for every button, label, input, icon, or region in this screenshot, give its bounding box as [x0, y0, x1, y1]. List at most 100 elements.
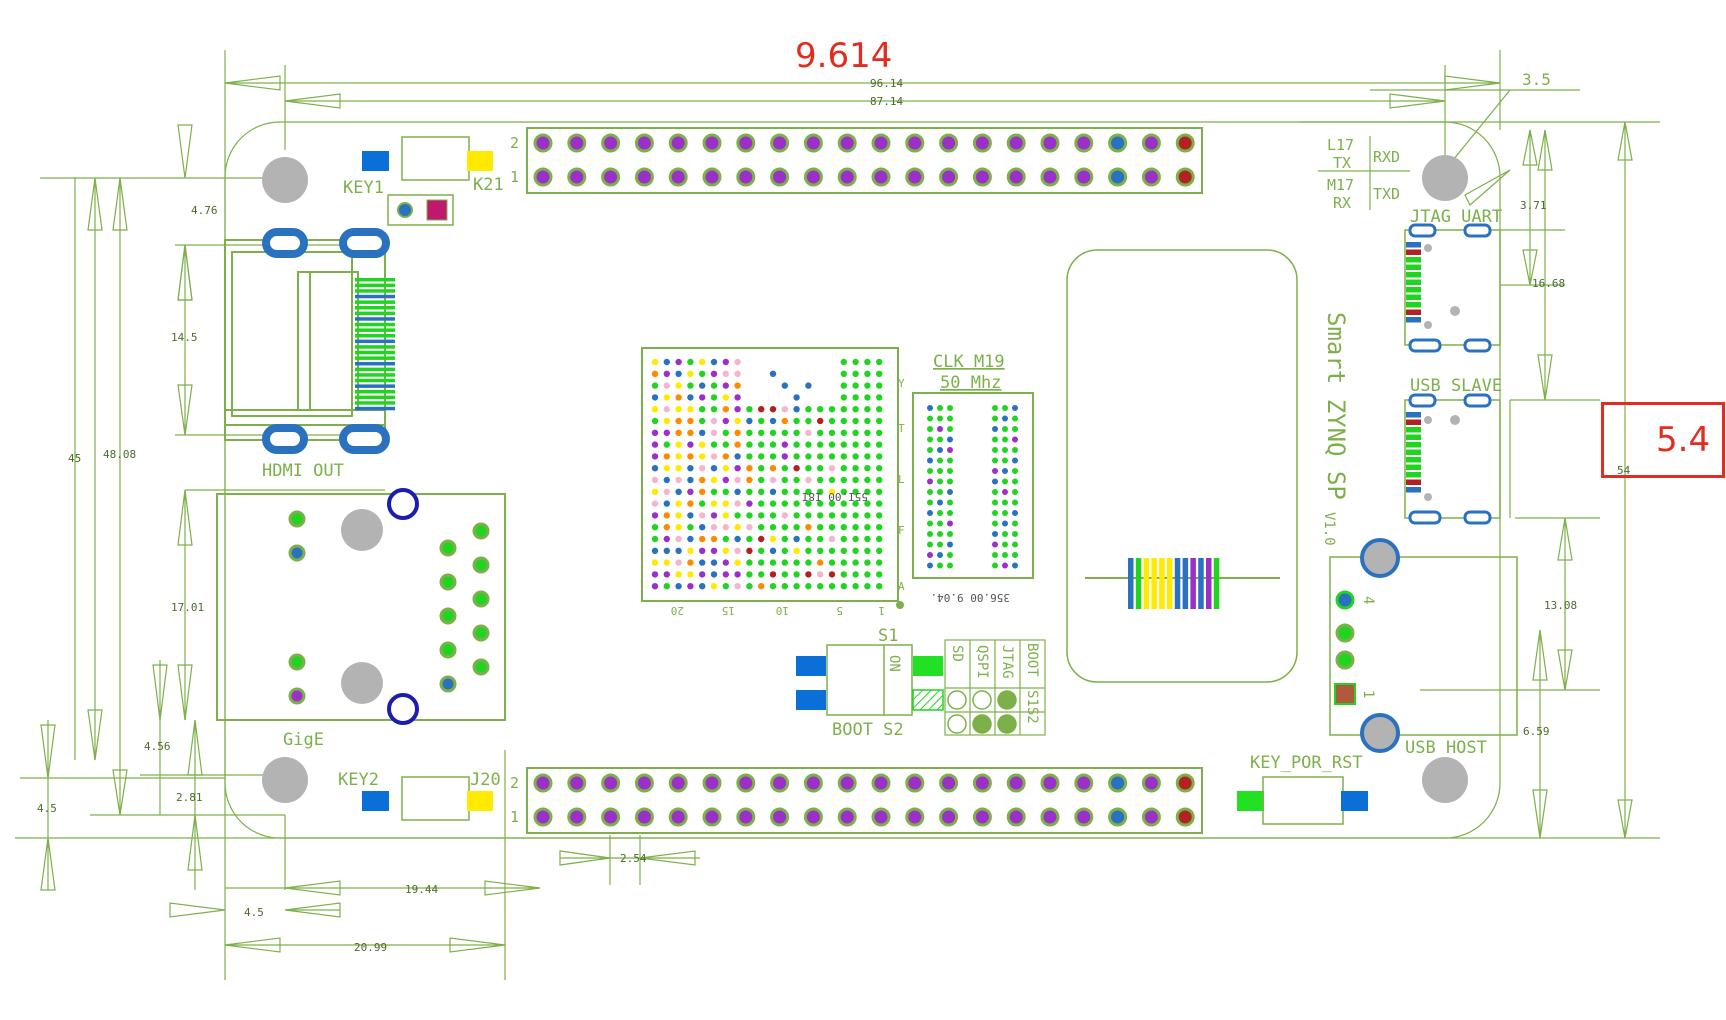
soc-ball [876, 358, 883, 366]
soc-col-5: 5 [836, 604, 843, 617]
soc-ball [699, 429, 706, 436]
soc-ball [663, 394, 670, 401]
soc-ball [675, 370, 682, 377]
usb-host-connector [1329, 556, 1518, 736]
soc-ball [746, 429, 753, 436]
jtag-uart-pin-strip [1406, 242, 1421, 323]
mode-jtag-label: JTAG [999, 645, 1015, 679]
soc-ball [769, 488, 777, 495]
soc-ball [710, 476, 718, 484]
soc-ball [876, 406, 883, 413]
memory-marking: 356.00 9.04. [931, 591, 1010, 604]
gige-hole-top [341, 509, 383, 551]
soc-ball [852, 370, 859, 377]
soc-ball [840, 358, 847, 366]
soc-ball [864, 535, 871, 543]
soc-ball [817, 441, 824, 448]
resistor-band [1143, 558, 1150, 609]
top-header-pin [702, 133, 722, 153]
hdmi-pin [355, 317, 395, 321]
soc-ball [817, 512, 824, 519]
usb-slave-pin [1406, 479, 1421, 485]
hdmi-pin [355, 339, 395, 344]
soc-ball [781, 465, 788, 472]
memory-ball [937, 541, 943, 548]
usb-slave-tab-3 [1408, 510, 1442, 525]
usb-slave-dot-1 [1424, 416, 1432, 424]
soc-ball [746, 583, 753, 590]
soc-ball [781, 441, 788, 448]
hdmi-pin [355, 390, 395, 394]
soc-ball [758, 559, 765, 566]
jtag-dot-1 [1424, 244, 1432, 252]
hdmi-pin [355, 294, 395, 299]
on-label: ON [886, 655, 902, 672]
soc-ball [675, 524, 682, 531]
soc-col-10: 10 [776, 604, 789, 617]
hdmi-pin [355, 345, 395, 349]
key1-body [401, 136, 470, 181]
soc-ball [840, 429, 847, 436]
soc-ball [722, 500, 729, 507]
soc-ball [722, 583, 729, 590]
soc-ball [840, 406, 847, 413]
gige-pin [472, 658, 490, 676]
hdmi-pin [355, 322, 395, 327]
soc-ball [758, 571, 765, 578]
soc-pin1-dot [896, 601, 904, 609]
memory-ball [927, 562, 933, 569]
boot-mode-dots [947, 690, 1017, 734]
top-header-pin [972, 133, 992, 153]
usb-host-pin1-label: 1 [1360, 690, 1376, 698]
soc-ball [651, 417, 659, 425]
memory-ball [992, 562, 998, 569]
memory-ball [1012, 457, 1018, 464]
s1-on-pad [913, 656, 943, 676]
jtag-uart-pin [1406, 302, 1421, 308]
uart-rx: RX [1333, 194, 1351, 212]
soc-ball [793, 559, 800, 566]
top-header-pin [736, 133, 756, 153]
bottom-header-pin [668, 807, 688, 827]
soc-ball [828, 524, 836, 531]
soc-ball [734, 512, 741, 519]
soc-ball [746, 524, 753, 531]
soc-ball [687, 465, 694, 472]
dim-2-54: 2.54 [620, 852, 647, 865]
bottom-header-pin [1074, 773, 1094, 793]
usb-slave-tab-4 [1463, 510, 1492, 525]
jtag-uart-pin [1406, 317, 1421, 323]
usb-host-pin-2 [1335, 650, 1355, 670]
usb-host-pin-1 [1334, 683, 1356, 705]
dim-4-76: 4.76 [191, 204, 218, 217]
usb-slave-pin [1406, 419, 1421, 425]
soc-ball [663, 500, 670, 507]
soc-ball [817, 406, 824, 413]
soc-ball [746, 512, 753, 519]
key-por-rst-body [1262, 776, 1344, 825]
soc-ball [876, 394, 883, 401]
top-header-pin [837, 133, 857, 153]
dim-3-5: 3.5 [1522, 70, 1551, 89]
usb-host-mount-top [1360, 538, 1400, 578]
usb-slave-pin [1406, 457, 1421, 463]
bottom-header-pin [601, 807, 621, 827]
soc-ball [864, 358, 871, 366]
memory-ball [1012, 447, 1018, 453]
bottom-header-pin [871, 807, 891, 827]
soc-ball [828, 476, 836, 484]
resistor-band [1198, 558, 1204, 609]
bottom-header-pin [972, 773, 992, 793]
soc-ball [769, 465, 777, 472]
soc-row-f: F [898, 524, 905, 537]
hdmi-tab-bottom-right [339, 424, 390, 454]
soc-ball [758, 500, 765, 507]
soc-ball [852, 406, 859, 413]
soc-ball [746, 488, 753, 495]
bottom-header-pin [567, 807, 587, 827]
soc-ball [840, 441, 847, 448]
memory-ball [937, 436, 943, 443]
soc-ball [734, 417, 741, 425]
jtag-dot-2 [1424, 321, 1432, 329]
soc-ball [710, 429, 718, 436]
